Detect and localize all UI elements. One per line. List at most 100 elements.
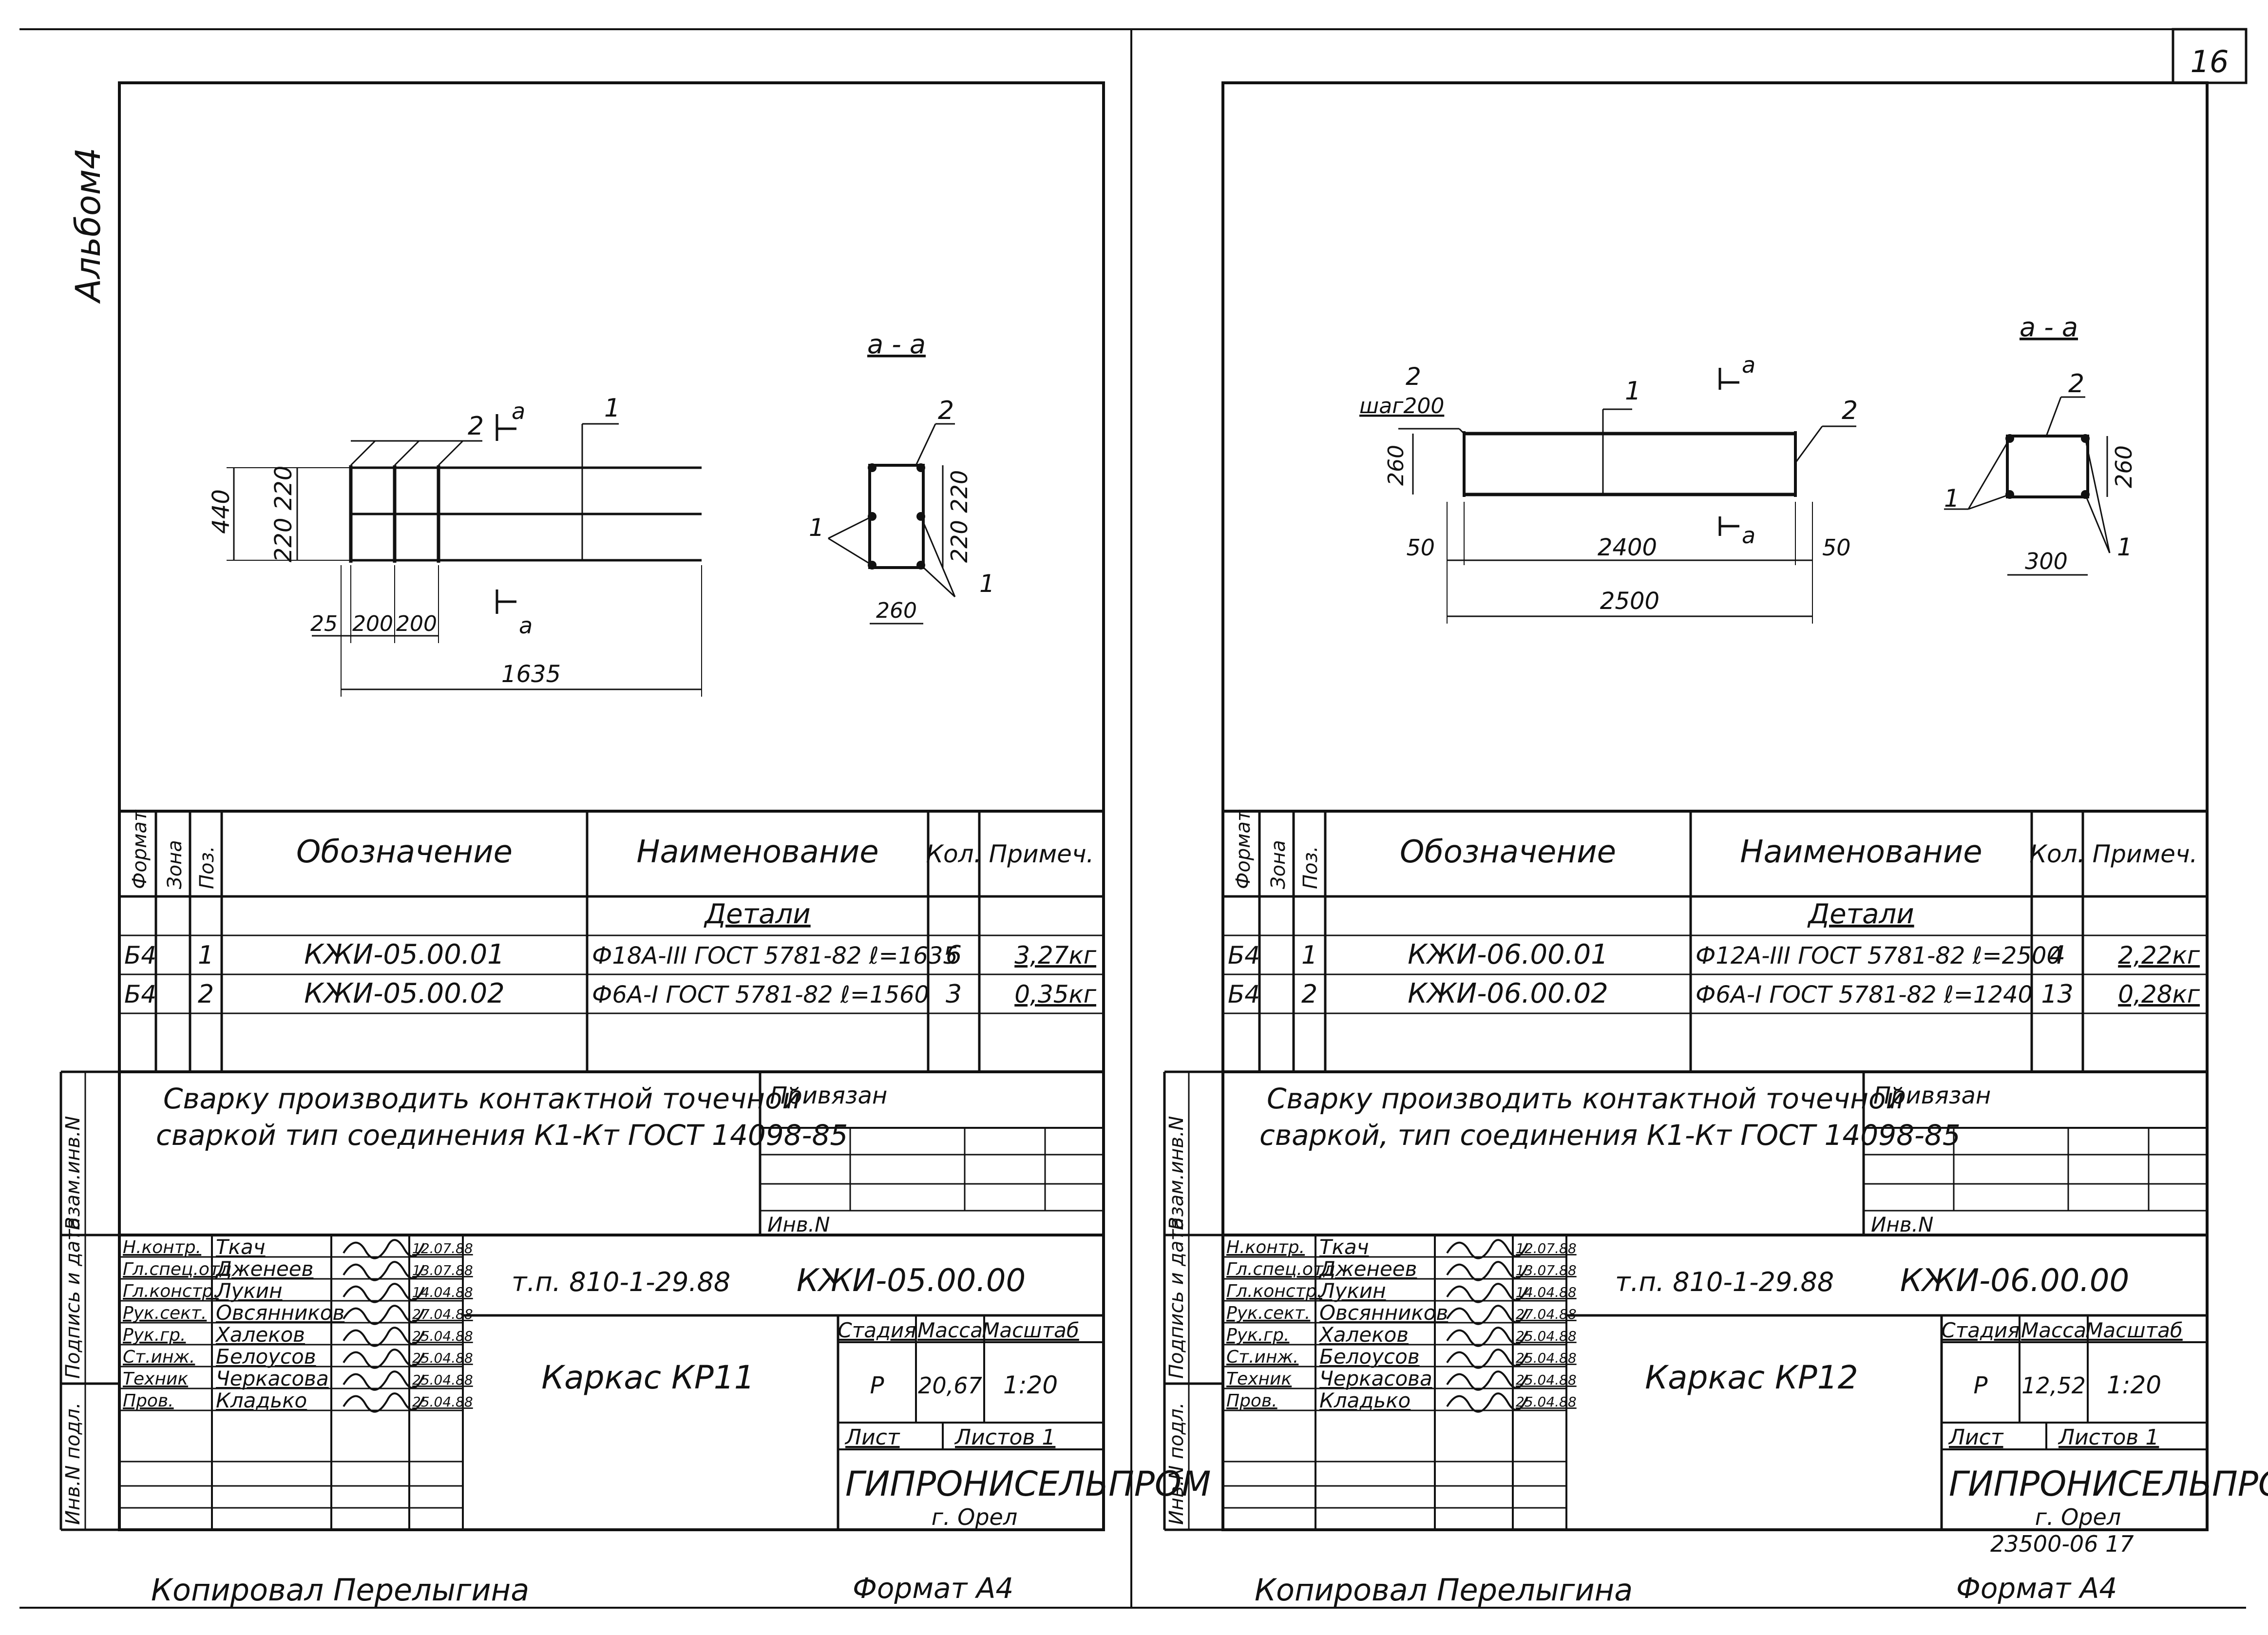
dim-section-height: 260 <box>2111 445 2137 488</box>
signature-mark <box>343 1370 425 1391</box>
document-code: КЖИ-05.00.00 <box>797 1263 1026 1299</box>
header-name: Наименование <box>1740 834 1982 870</box>
album-label: Альбом4 <box>68 148 108 304</box>
staff-name: Белоусов <box>1319 1345 1420 1369</box>
staff-name: Лукин <box>215 1279 283 1303</box>
row-note: 2,22кг <box>2118 941 2200 970</box>
signature-mark <box>343 1305 425 1325</box>
staff-name: Белоусов <box>216 1345 316 1369</box>
page-number: 16 <box>2191 44 2229 79</box>
row-qty: 13 <box>2041 980 2073 1009</box>
staff-date: 27.04.88 <box>1516 1306 1577 1322</box>
row-pos: 2 <box>198 980 214 1009</box>
staff-name: Дженеев <box>215 1257 313 1281</box>
staff-role: Ст.инж. <box>123 1347 195 1367</box>
staff-date: 13.07.88 <box>1516 1262 1577 1278</box>
staff-name: Лукин <box>1318 1279 1386 1303</box>
signature-mark <box>1446 1283 1528 1303</box>
dim-section-height: 220 220 <box>946 470 972 563</box>
row-name: Ф6А-I ГОСТ 5781-82 ℓ=1240 <box>1696 981 2033 1008</box>
side-label-vzam: Взам.инв.N <box>62 1116 84 1230</box>
staff-role: Гл.спец.отд <box>1226 1259 1335 1279</box>
staff-date: 25.04.88 <box>412 1372 473 1388</box>
row-format: Б4 <box>124 941 156 970</box>
dim-section-width: 260 <box>876 598 917 623</box>
header-name: Наименование <box>636 834 878 870</box>
staff-date: 25.04.88 <box>1516 1328 1577 1344</box>
staff-role: Гл.спец.отд <box>123 1259 232 1279</box>
dim-total-length: 2500 <box>1600 588 1659 615</box>
stage-value: Р <box>1974 1372 1988 1399</box>
staff-date: 13.07.88 <box>412 1262 473 1278</box>
staff-date: 14.04.88 <box>1516 1284 1577 1300</box>
staff-name: Халеков <box>215 1323 305 1347</box>
row-designation: КЖИ-05.00.01 <box>304 939 505 970</box>
organization-name: ГИПРОНИСЕЛЬПРОМ <box>1949 1464 2268 1504</box>
leader-line <box>1458 428 1465 435</box>
drawing-title: Каркас КР12 <box>1645 1359 1858 1396</box>
staff-name: Черкасова <box>1319 1367 1432 1390</box>
staff-role: Рук.сект. <box>123 1303 207 1323</box>
staff-date: 12.07.88 <box>412 1240 473 1256</box>
dim-spacing-1: 200 <box>352 611 393 636</box>
dim-last-offset: 50 <box>1822 534 1851 561</box>
section-label: а - а <box>867 329 926 360</box>
cut-letter: а <box>519 612 533 639</box>
leader-line <box>2084 438 2111 553</box>
sheets-count-label: Листов 1 <box>2058 1425 2159 1450</box>
position-label-2: 2 <box>1842 396 1858 425</box>
position-label-1: 1 <box>604 394 620 423</box>
drawing-title: Каркас КР11 <box>541 1359 754 1396</box>
staff-date: 25.04.88 <box>1516 1350 1577 1366</box>
section-position-2: 2 <box>938 396 954 425</box>
signature-mark <box>343 1349 425 1369</box>
row-pos: 1 <box>198 941 214 970</box>
side-label-podpis: Подпись и дата <box>62 1217 84 1379</box>
welding-note-line-2: сваркой, тип соединения К1-Кт ГОСТ 14098… <box>1259 1119 1961 1152</box>
inv-n-label: Инв.N <box>767 1213 830 1236</box>
signature-mark <box>1446 1349 1528 1369</box>
dim-middle-length: 2400 <box>1598 534 1657 561</box>
header-format: Формат <box>129 809 151 889</box>
staff-date: 25.04.88 <box>1516 1372 1577 1388</box>
row-qty: 4 <box>2049 941 2065 970</box>
section-position-2: 2 <box>2068 369 2084 399</box>
side-label-vzam: Взам.инв.N <box>1165 1116 1188 1230</box>
signature-mark <box>1446 1327 1528 1347</box>
dim-section-width: 300 <box>2025 548 2068 574</box>
dim-cell-heights: 220 220 <box>270 466 297 563</box>
row-qty: 3 <box>946 980 962 1009</box>
staff-date: 27.04.88 <box>412 1306 473 1322</box>
header-pos: Поз. <box>196 846 218 889</box>
staff-name: Овсянников <box>1319 1301 1448 1325</box>
stage-value: Р <box>870 1372 884 1399</box>
section-outline <box>868 464 925 569</box>
format-label: Формат А4 <box>1956 1572 2117 1605</box>
scale-value: 1:20 <box>2107 1371 2161 1399</box>
privyazan-label: Привязан <box>1873 1082 1991 1109</box>
stage-label: Стадия <box>1941 1318 2020 1342</box>
header-designation: Обозначение <box>296 834 513 870</box>
privyazan-label: Привязан <box>770 1082 887 1109</box>
step-label: шаг200 <box>1359 394 1444 418</box>
project-number: т.п. 810-1-29.88 <box>1615 1267 1834 1297</box>
header-qty: Кол. <box>926 840 982 868</box>
welding-note-line-1: Сварку производить контактной точечной <box>163 1082 800 1115</box>
row-note: 0,28кг <box>2118 980 2200 1008</box>
leader-line <box>920 516 956 597</box>
staff-date: 12.07.88 <box>1516 1240 1577 1256</box>
row-format: Б4 <box>1228 980 1260 1008</box>
staff-name: Ткач <box>216 1235 266 1259</box>
staff-role: Рук.гр. <box>1226 1325 1289 1345</box>
dim-total-height: 440 <box>208 489 235 534</box>
mass-label: Масса <box>2021 1318 2086 1342</box>
staff-role: Гл.констр. <box>123 1281 219 1301</box>
staff-date: 25.04.88 <box>1516 1394 1577 1410</box>
signature-mark <box>343 1283 425 1303</box>
staff-name: Овсянников <box>216 1301 344 1325</box>
row-name: Ф6А-I ГОСТ 5781-82 ℓ=1560 <box>592 981 929 1008</box>
cut-letter: а <box>512 398 525 424</box>
section-position-1b: 1 <box>2117 533 2133 561</box>
